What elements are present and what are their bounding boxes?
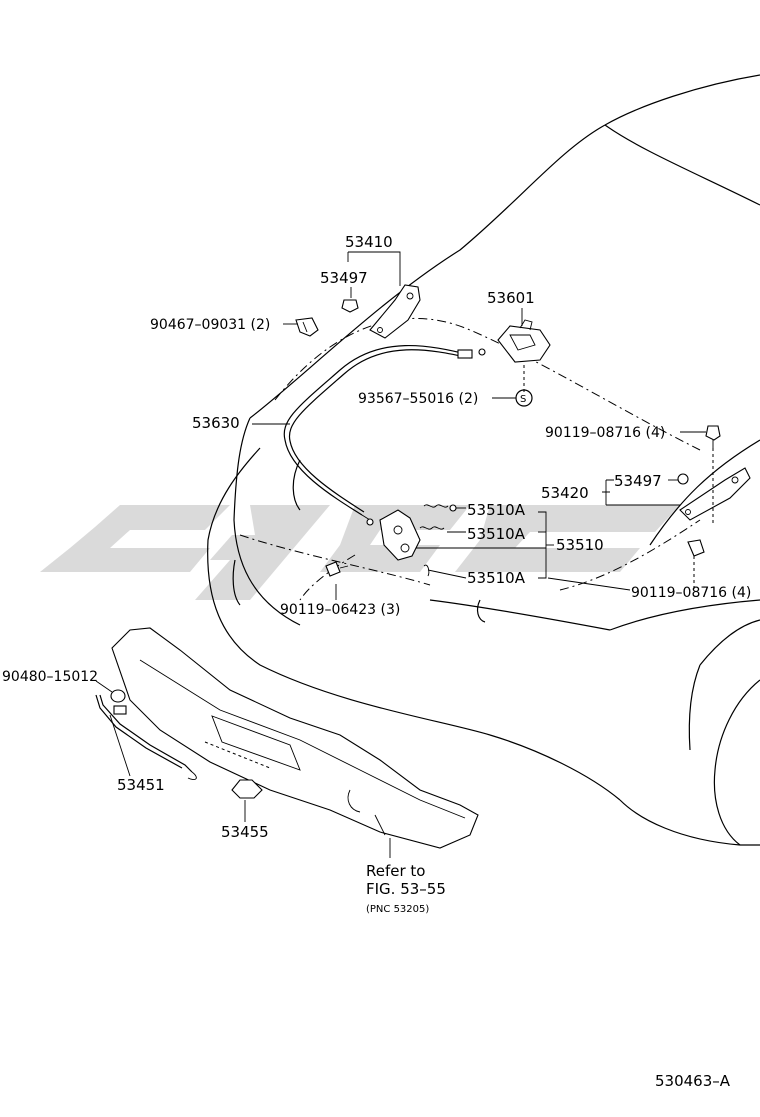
- hinge-bolt-lower: [687, 539, 705, 557]
- refer-pnc-text: (PNC 53205): [366, 904, 429, 915]
- s-symbol-circle: [515, 389, 533, 407]
- car-body-outline: [207, 74, 760, 846]
- label-53630: 53630: [192, 414, 240, 432]
- label-53510a-1: 53510A: [467, 501, 526, 519]
- label-53455: 53455: [221, 823, 269, 841]
- refer-figure-text: FIG. 53–55: [366, 880, 446, 898]
- label-53601: 53601: [487, 289, 535, 307]
- label-90119-08716-bottom: 90119–08716 (4): [631, 585, 751, 601]
- watermark-logo: [40, 505, 680, 600]
- lock-bolt: [325, 561, 349, 577]
- label-90119-06423: 90119–06423 (3): [280, 602, 400, 618]
- hood-hinge-right: [677, 467, 751, 521]
- figure-code: 530463–A: [655, 1072, 731, 1090]
- label-90467: 90467–09031 (2): [150, 317, 270, 333]
- radiator-support: [111, 627, 479, 849]
- label-90480: 90480–15012: [2, 669, 98, 685]
- label-93567: 93567–55016 (2): [358, 391, 478, 407]
- hood-release-lever: [497, 319, 551, 363]
- hood-support-rod: [95, 694, 197, 781]
- label-53510a-2: 53510A: [467, 525, 526, 543]
- part-labels: 53410 53497 90467–09031 (2) 53601 53630 …: [2, 233, 751, 1090]
- hood-cushion: [110, 689, 126, 703]
- hinge-bolt-upper: [705, 425, 721, 448]
- hood-lock-cable: [283, 344, 486, 526]
- label-53410: 53410: [345, 233, 393, 251]
- leader-lines: [95, 251, 714, 858]
- label-53451: 53451: [117, 776, 165, 794]
- label-53497-right: 53497: [614, 472, 662, 490]
- rod-holder: [204, 741, 271, 799]
- hood-hinge-left: [369, 284, 421, 339]
- hinge-bolt-top: [341, 299, 359, 313]
- label-53420: 53420: [541, 484, 589, 502]
- label-90119-08716-top: 90119–08716 (4): [545, 425, 665, 441]
- s-symbol: S: [520, 394, 526, 405]
- label-53510: 53510: [556, 536, 604, 554]
- refer-to-text: Refer to: [366, 862, 425, 880]
- label-53510a-3: 53510A: [467, 569, 526, 587]
- label-53497-top: 53497: [320, 269, 368, 287]
- hood-lock-assembly: [379, 504, 457, 577]
- hood-clip: [295, 317, 319, 337]
